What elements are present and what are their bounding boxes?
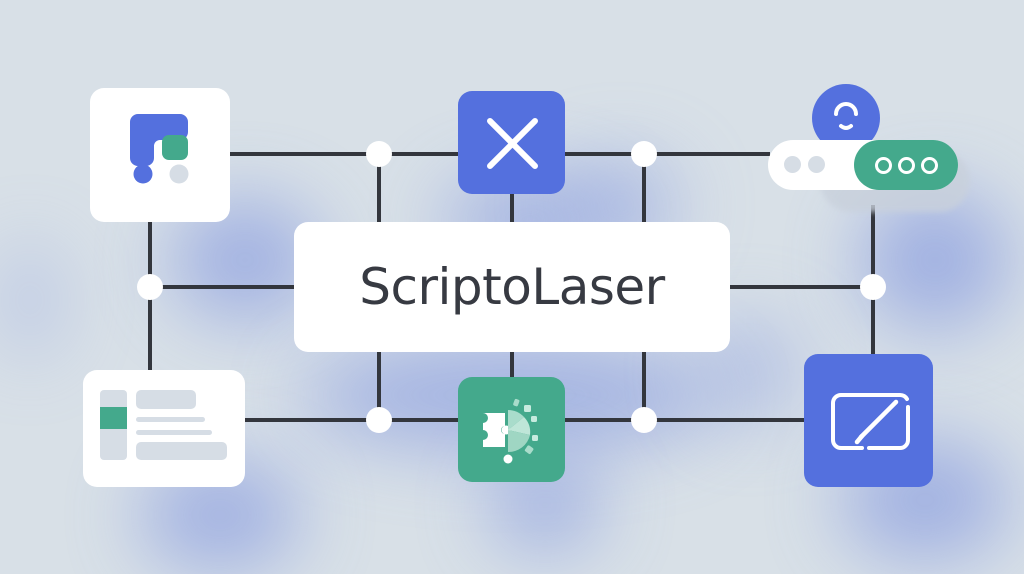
layout-card-icon (100, 390, 227, 460)
ring-icon (897, 156, 915, 174)
brand-label: ScriptoLaser (294, 222, 730, 352)
close-x-icon (487, 118, 538, 169)
laser-tile[interactable] (458, 377, 565, 482)
junction-node[interactable] (137, 274, 163, 300)
toggle-off-dot (808, 156, 825, 173)
document-layout-tile[interactable] (83, 370, 245, 487)
edit-tile[interactable] (804, 354, 933, 487)
app-logo-icon (130, 114, 189, 184)
glow (0, 240, 60, 360)
status-toggle[interactable] (768, 140, 958, 190)
app-logo-tile[interactable] (90, 88, 230, 222)
brand-title: ScriptoLaser (359, 258, 665, 316)
toggle-off-dot (784, 156, 801, 173)
edit-pencil-icon (831, 392, 910, 450)
junction-node[interactable] (631, 141, 657, 167)
junction-node[interactable] (631, 407, 657, 433)
junction-node[interactable] (366, 407, 392, 433)
laser-scan-icon (483, 398, 538, 464)
ring-icon (920, 156, 938, 174)
junction-node[interactable] (860, 274, 886, 300)
ring-icon (874, 156, 892, 174)
toggle-on-segment[interactable] (854, 140, 958, 190)
glow (860, 190, 1010, 330)
junction-node[interactable] (366, 141, 392, 167)
close-tile[interactable] (458, 91, 565, 194)
user-avatar-icon (834, 102, 858, 130)
